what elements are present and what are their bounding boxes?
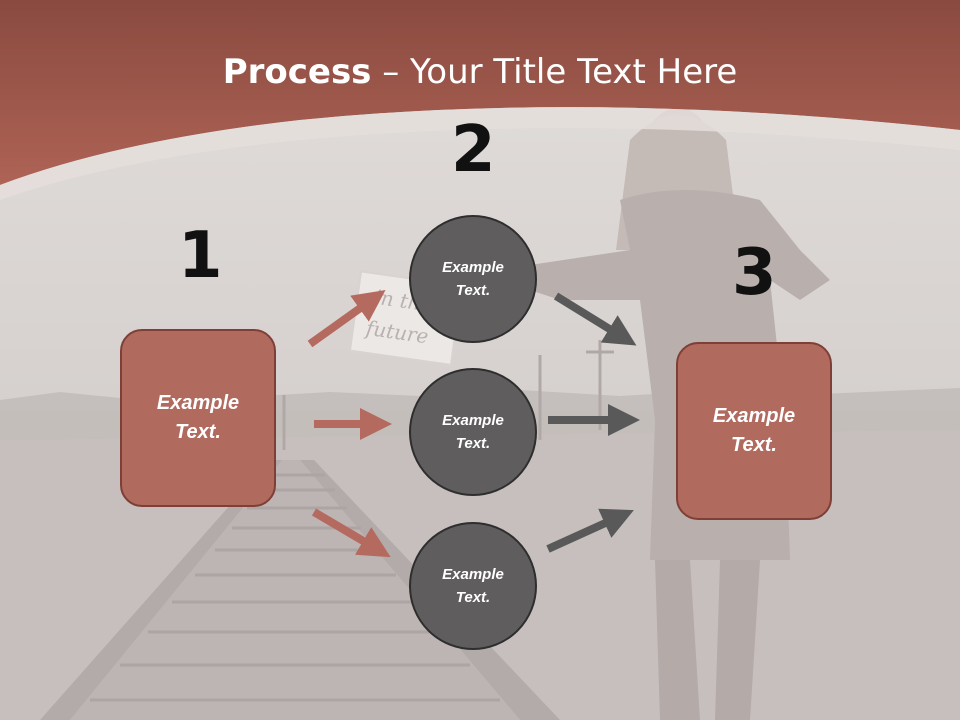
title-rest: – Your Title Text Here [371,52,738,92]
arrow-left-to-top [307,290,386,348]
step-number-2: 2 [451,113,496,187]
circle-bottom-line-1: Example [442,566,504,583]
step-3-text: Example Text. [713,402,795,460]
step-1-box: Example Text. [120,329,276,507]
step-1-line-1: Example [156,392,240,414]
arrow-top-to-right [553,292,637,346]
circle-middle-line-1: Example [442,412,504,429]
step-number-1: 1 [178,219,223,293]
arrow-left-to-bottom [311,508,391,558]
title-bold: Process [222,52,372,92]
step-2-circle-middle: Example Text. [409,368,537,496]
circle-top-line-1: Example [442,259,504,276]
slide-title: Process – Your Title Text Here [0,52,960,92]
circle-middle-line-2: Text. [455,435,491,452]
arrow-bottom-to-right [546,508,634,553]
step-2-circle-top: Example Text. [409,215,537,343]
step-3-line-2: Text. [731,434,777,456]
step-1-line-2: Text. [175,421,221,443]
step-3-line-1: Example [712,405,796,427]
step-1-text: Example Text. [157,389,239,447]
step-3-box: Example Text. [676,342,832,520]
circle-bottom-line-2: Text. [455,589,491,606]
step-2-circle-bottom: Example Text. [409,522,537,650]
step-number-3: 3 [732,236,777,310]
circle-top-line-2: Text. [455,282,491,299]
